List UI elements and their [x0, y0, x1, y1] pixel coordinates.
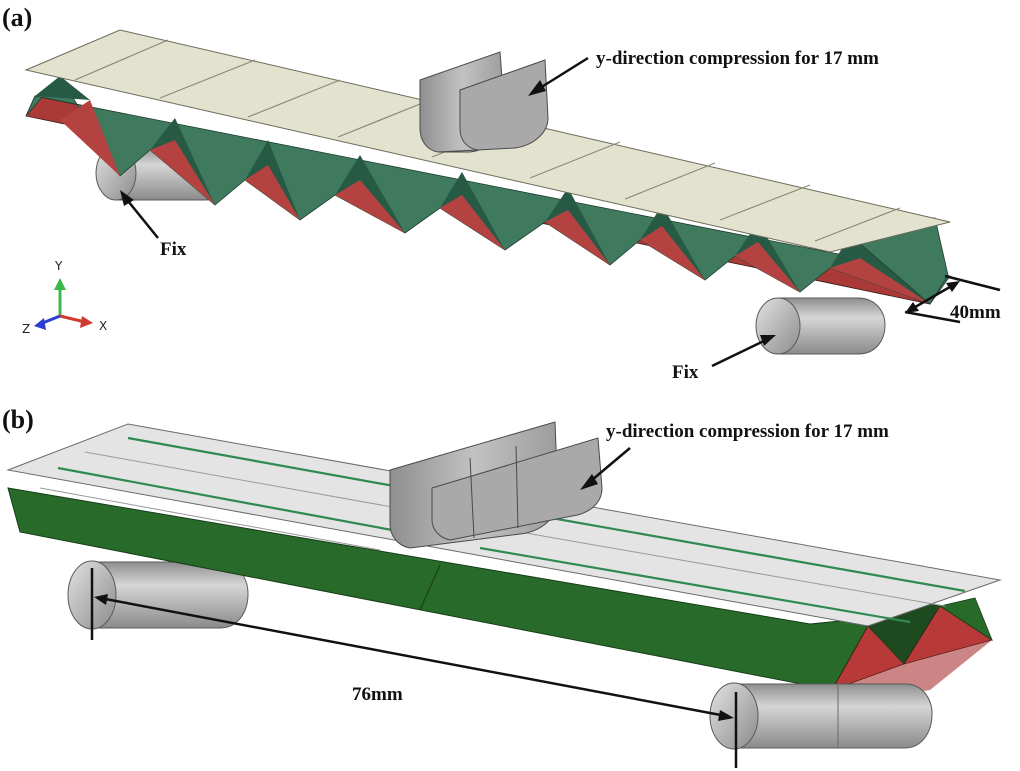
z-axis-arrow-icon: [34, 318, 46, 330]
width-dimension-text-a: 40mm: [950, 302, 1001, 323]
axis-triad: Y X Z: [22, 259, 107, 336]
panel-a-label: (a): [2, 3, 32, 32]
load-callout-text-a: y-direction compression for 17 mm: [596, 48, 879, 69]
width-dimension-a: 40mm: [904, 274, 1001, 324]
load-callout-text-b: y-direction compression for 17 mm: [606, 421, 889, 442]
corrugated-core-a: [25, 75, 951, 305]
fix-callout-right-a: Fix: [672, 335, 776, 383]
axis-y-label: Y: [54, 259, 63, 273]
load-callout-a: y-direction compression for 17 mm: [528, 48, 879, 96]
fix-callout-left-a: Fix: [120, 190, 187, 260]
span-dimension-b: 76mm: [90, 568, 738, 768]
x-axis-arrow-icon: [80, 316, 93, 328]
axis-z-label: Z: [22, 322, 30, 336]
support-roller-right-b: [709, 682, 933, 750]
panel-b: (b): [2, 405, 1002, 768]
indenter-a: [419, 51, 549, 153]
axis-x-label: X: [99, 319, 107, 333]
load-callout-b: y-direction compression for 17 mm: [580, 421, 889, 490]
fix-label-right-a: Fix: [672, 362, 699, 383]
panel-b-label: (b): [2, 405, 34, 434]
indenter-b: [389, 421, 603, 549]
span-dimension-text-b: 76mm: [352, 684, 403, 705]
fix-label-left-a: Fix: [160, 239, 187, 260]
y-axis-arrow-icon: [54, 278, 66, 290]
support-roller-right-a: [755, 297, 886, 355]
corrugated-core-b: [7, 487, 993, 700]
panel-a: (a): [2, 3, 1001, 383]
